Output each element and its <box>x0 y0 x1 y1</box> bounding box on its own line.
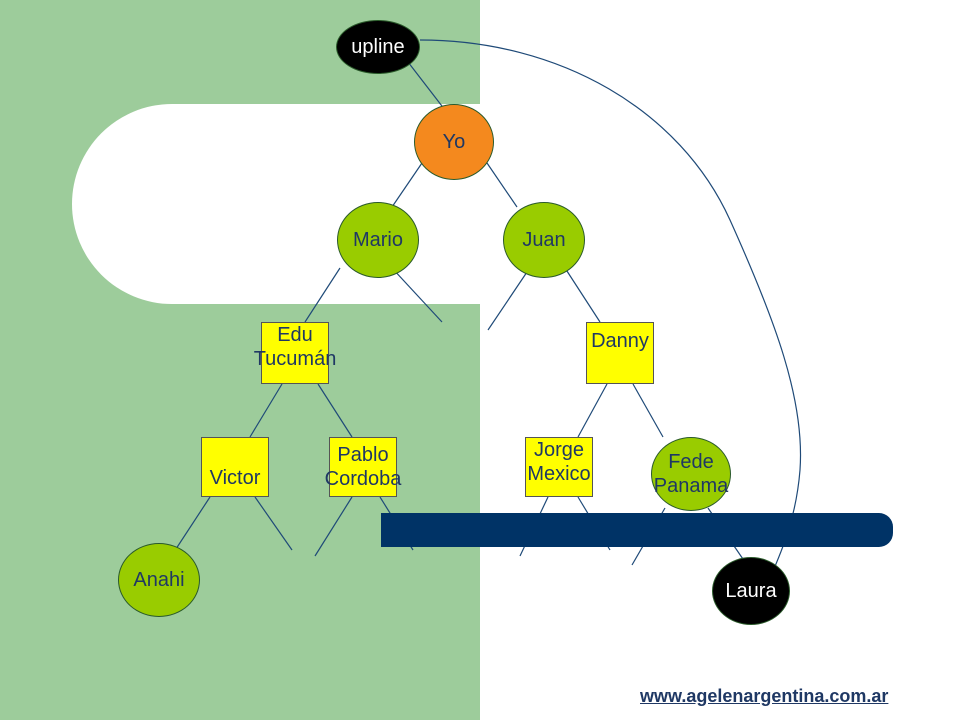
node-upline: upline <box>336 20 420 74</box>
edge-juan-empty <box>487 271 528 331</box>
edge-edu-pablo <box>317 383 353 438</box>
node-juan: Juan <box>503 202 585 278</box>
navy-horizontal-bar <box>381 513 893 547</box>
node-jorge: Jorge Mexico <box>525 437 593 497</box>
edge-danny-jorge <box>577 383 608 438</box>
node-victor: Victor <box>201 437 269 497</box>
node-edu: Edu Tucumán <box>254 322 336 384</box>
upline-to-laura-arc <box>419 39 802 579</box>
node-pablo: Pablo Cordoba <box>325 437 401 497</box>
node-danny: Danny <box>586 322 654 384</box>
edge-upline-yo <box>407 61 446 111</box>
edge-mario-empty <box>391 267 443 323</box>
website-link[interactable]: www.agelenargentina.com.ar <box>640 686 889 706</box>
node-laura: Laura <box>712 557 790 625</box>
node-yo: Yo <box>414 104 494 180</box>
edge-victor-anahi <box>171 496 211 556</box>
node-fede: Fede Panama <box>651 437 731 511</box>
edge-pablo-empty-a <box>314 496 353 557</box>
edge-victor-empty <box>254 496 293 551</box>
edge-edu-victor <box>249 383 283 438</box>
node-mario: Mario <box>337 202 419 278</box>
edge-juan-danny <box>564 267 601 323</box>
edge-danny-fede <box>632 383 664 438</box>
edge-yo-juan <box>486 162 518 208</box>
node-anahi: Anahi <box>118 543 200 617</box>
edge-yo-mario <box>391 162 423 208</box>
edge-mario-edu <box>304 267 341 323</box>
